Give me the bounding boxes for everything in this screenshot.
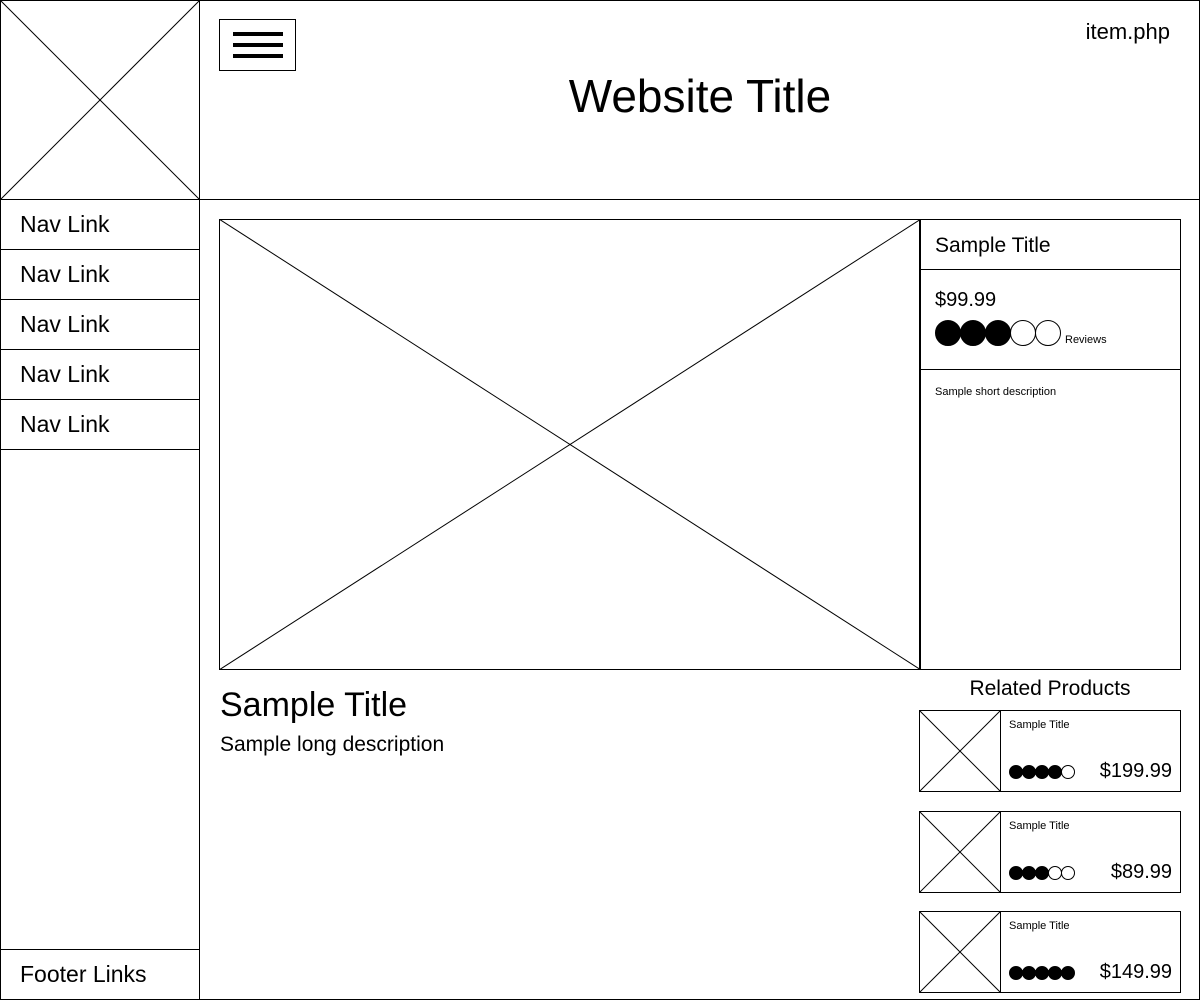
product-title: Sample Title	[920, 220, 1180, 270]
related-product-title: Sample Title	[1009, 920, 1070, 932]
long-description: Sample long description	[220, 733, 445, 756]
product-info-panel: Sample Title $99.99 Reviews Sample short…	[919, 219, 1181, 670]
rating-filled-circle-icon	[1035, 866, 1049, 880]
rating-empty-circle-icon	[1035, 320, 1061, 346]
nav-link[interactable]: Nav Link	[0, 350, 200, 400]
rating-filled-circle-icon	[1048, 966, 1062, 980]
related-product-image-placeholder	[920, 912, 1001, 992]
related-product-image-placeholder	[920, 711, 1001, 791]
related-product-image-placeholder	[920, 812, 1001, 892]
related-product-card[interactable]: Sample Title $199.99	[919, 710, 1181, 792]
sidebar-divider	[199, 0, 200, 1000]
related-product-price: $199.99	[1099, 760, 1172, 782]
rating-filled-circle-icon	[960, 320, 986, 346]
nav-link[interactable]: Nav Link	[0, 300, 200, 350]
short-description: Sample short description	[935, 386, 1057, 398]
rating-filled-circle-icon	[1022, 866, 1036, 880]
product-price: $99.99	[935, 289, 997, 311]
related-product-title: Sample Title	[1009, 820, 1070, 832]
nav-link[interactable]: Nav Link	[0, 200, 200, 250]
rating-filled-circle-icon	[1061, 966, 1075, 980]
rating-filled-circle-icon	[1048, 765, 1062, 779]
footer-links[interactable]: Footer Links	[0, 949, 200, 1000]
price-rating-box: $99.99 Reviews	[920, 270, 1180, 370]
rating-filled-circle-icon	[1035, 966, 1049, 980]
related-product-card[interactable]: Sample Title $89.99	[919, 811, 1181, 893]
menu-button[interactable]	[219, 19, 296, 71]
related-product-card[interactable]: Sample Title $149.99	[919, 911, 1181, 993]
product-detail-title: Sample Title	[220, 686, 408, 724]
rating-empty-circle-icon	[1010, 320, 1036, 346]
related-product-title: Sample Title	[1009, 719, 1070, 731]
nav-link[interactable]: Nav Link	[0, 400, 200, 450]
rating-filled-circle-icon	[1009, 966, 1023, 980]
nav-link[interactable]: Nav Link	[0, 250, 200, 300]
header-divider	[0, 199, 1200, 200]
logo-image-placeholder	[0, 0, 200, 200]
rating-empty-circle-icon	[1048, 866, 1062, 880]
rating-empty-circle-icon	[1061, 765, 1075, 779]
website-title: Website Title	[568, 70, 832, 122]
rating-filled-circle-icon	[1022, 765, 1036, 779]
related-product-price: $89.99	[1110, 861, 1172, 883]
rating-filled-circle-icon	[1009, 866, 1023, 880]
related-products-heading: Related Products	[969, 677, 1131, 700]
rating-filled-circle-icon	[935, 320, 961, 346]
rating-filled-circle-icon	[1022, 966, 1036, 980]
rating-empty-circle-icon	[1061, 866, 1075, 880]
rating-filled-circle-icon	[1035, 765, 1049, 779]
rating-filled-circle-icon	[1009, 765, 1023, 779]
page-file-label: item.php	[1085, 19, 1170, 44]
related-product-price: $149.99	[1099, 961, 1172, 983]
product-image-placeholder	[219, 219, 921, 670]
rating-filled-circle-icon	[985, 320, 1011, 346]
reviews-link[interactable]: Reviews	[1065, 334, 1107, 346]
